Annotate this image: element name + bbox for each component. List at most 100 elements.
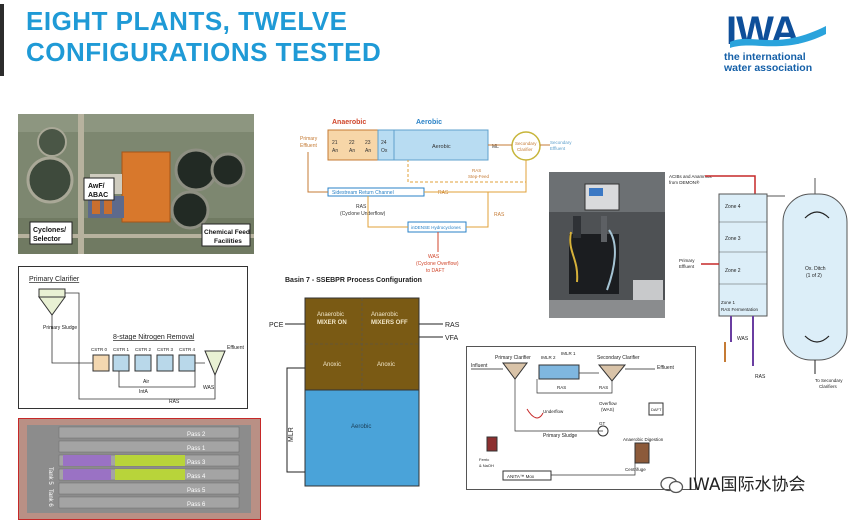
nitrogen-removal-diagram: Primary Clarifier Primary Sludge 8-stage…: [29, 276, 244, 405]
title-line-2: CONFIGURATIONS TESTED: [26, 37, 382, 67]
ras-label-1: RAS: [557, 385, 566, 390]
cstr-label-2: CSTR 2: [135, 347, 152, 352]
primary-sludge-label: Primary Sludge: [543, 433, 577, 439]
ox-ditch-diagram: ACIBs and Anammox from DEMON® Zone 4 Zon…: [669, 174, 848, 389]
primary-effluent-2: Effluent: [679, 264, 695, 269]
zone3-label: Zone 3: [725, 236, 741, 242]
logo-text: the international water association: [724, 52, 812, 74]
cell-22: 22: [349, 140, 355, 146]
ir-label: IntA: [139, 389, 149, 395]
was-2: (Cyclone Overflow): [416, 261, 459, 267]
ox-ditch-1: Ox. Ditch: [805, 266, 826, 272]
anaerobic-label: Anaerobic: [332, 119, 366, 126]
title-line-1: EIGHT PLANTS, TWELVE: [26, 6, 348, 36]
flow-diagram-panel: Anaerobic Aerobic 21 An 22 An 23 An 24 O…: [288, 112, 580, 278]
anaerobic-off-1: Anaerobic: [371, 312, 398, 318]
was-label: WAS: [737, 336, 749, 342]
lab-photo-panel: [549, 172, 677, 318]
svg-text:An: An: [332, 148, 338, 154]
ras-label: RAS: [438, 190, 449, 196]
imlr-label: IMLR 2: [541, 355, 556, 360]
sludge-panel: Influent Primary Clarifier IMLR 2 IMLR 1…: [466, 346, 696, 490]
cstr-label-3: CSTR 3: [157, 347, 174, 352]
pass-label-4: Pass 4: [187, 474, 206, 480]
vfa-label: VFA: [445, 335, 459, 342]
effluent-label: Effluent: [657, 365, 674, 371]
ox-ditch-panel: ACIBs and Anammox from DEMON® Zone 4 Zon…: [665, 166, 855, 394]
ras-label-2: RAS: [494, 212, 505, 218]
acibs-2: from DEMON®: [669, 179, 700, 185]
anoxic-1: Anoxic: [323, 362, 341, 368]
influent-label: Influent: [471, 363, 488, 369]
aerobic-label: Aerobic: [351, 424, 371, 430]
primary-effluent-1: Primary: [679, 258, 695, 263]
anoxic-2: Anoxic: [377, 362, 395, 368]
logo-line-1: the international: [724, 51, 806, 63]
zone4-label: Zone 4: [725, 204, 741, 210]
imlr1-label: IMLR 1: [561, 351, 576, 356]
anaerobic-on-1: Anaerobic: [317, 312, 344, 318]
aerial-photo-panel: AwF/ ABAC Cyclones/ Selector Chemical Fe…: [18, 114, 254, 254]
basin7-diagram: Basin 7 - SSEBPR Process Configuration A…: [269, 277, 460, 487]
pass-label-2: Pass 1: [187, 446, 206, 452]
slide-title: EIGHT PLANTS, TWELVE CONFIGURATIONS TEST…: [26, 6, 381, 68]
watermark-text: IWA国际水协会: [688, 475, 806, 495]
slide-accent-bar: [0, 4, 4, 76]
primary-clarifier-label: Primary Clarifier: [495, 355, 531, 361]
ferric-1: Ferric: [479, 457, 489, 462]
anita-label: ANITA™ Mox: [507, 474, 535, 479]
centrifuge-label: Centrifuge: [625, 467, 646, 472]
effluent-label: Effluent: [227, 345, 244, 351]
basin7-panel: Basin 7 - SSEBPR Process Configuration A…: [265, 272, 465, 494]
to-secondary-2: Clarifiers: [819, 384, 838, 389]
ras-label: RAS: [169, 399, 180, 405]
logo-mark: IWA: [726, 9, 799, 53]
hydrocyclones-label: inDENSE Hydrocyclones: [411, 225, 462, 230]
ras-stepfeed-1: RAS: [472, 168, 481, 173]
zone1-1: Zone 1: [721, 300, 736, 305]
flow-diagram: Anaerobic Aerobic 21 An 22 An 23 An 24 O…: [300, 119, 572, 274]
ml-label: ML: [492, 144, 499, 150]
aerobic-cell-label: Aerobic: [432, 144, 451, 150]
aerobic-zone: [304, 389, 420, 487]
cyclones-line-2: Selector: [33, 236, 61, 243]
digestion-label: Anaerobic Digestion: [623, 437, 664, 442]
was-3: to DAFT: [426, 268, 445, 274]
cyclones-line-1: Cyclones/: [33, 227, 66, 234]
sludge-diagram: Influent Primary Clarifier IMLR 2 IMLR 1…: [471, 351, 674, 481]
tank5-label: Tank 5: [47, 467, 53, 485]
air-label: Air: [143, 379, 149, 385]
svg-text:Ox: Ox: [381, 148, 388, 154]
primary-effluent-2: Effluent: [300, 143, 317, 149]
ox-ditch-2: (1 of 2): [806, 273, 822, 279]
aerial-photo: AwF/ ABAC Cyclones/ Selector Chemical Fe…: [18, 114, 254, 254]
pass-label-3: Pass 3: [187, 460, 206, 466]
chemical-line-2: Facilities: [214, 238, 242, 245]
ras-label-2: RAS: [599, 385, 608, 390]
iwa-logo: IWA: [726, 9, 826, 53]
zone2-label: Zone 2: [725, 268, 741, 274]
overflow-2: (WAS): [601, 407, 615, 412]
tank-photo: Pass 2 Pass 1 Pass 3 Pass 4 Pass 5 Pass …: [19, 419, 260, 519]
cell-24: 24: [381, 140, 387, 146]
secondary-clarifier-label: Secondary Clarifier: [597, 355, 640, 361]
wave-icon: [730, 26, 826, 48]
cstr-label-1: CSTR 1: [113, 347, 130, 352]
mlr-label: MLR: [288, 427, 295, 442]
zone1-2: RAS Fermentation: [721, 307, 759, 312]
nitrogen-removal-panel: Primary Clarifier Primary Sludge 8-stage…: [18, 266, 248, 409]
chemical-line-1: Chemical Feed: [204, 229, 250, 236]
logo-line-2: water association: [724, 62, 813, 74]
aerobic-label: Aerobic: [416, 119, 442, 126]
anaerobic-on-2: MIXER ON: [317, 320, 347, 326]
cell-21: 21: [332, 140, 338, 146]
stage-title: 8-stage Nitrogen Removal: [113, 334, 195, 341]
label-chemical: Chemical Feed Facilities: [201, 223, 251, 247]
ras-label: RAS: [445, 322, 460, 329]
ferric-2: & NaOH: [479, 463, 494, 468]
was-label: WAS: [203, 385, 215, 391]
primary-clarifier-label: Primary Clarifier: [29, 276, 80, 283]
ras-cyclone-1: RAS: [356, 204, 367, 210]
svg-text:An: An: [365, 148, 371, 154]
